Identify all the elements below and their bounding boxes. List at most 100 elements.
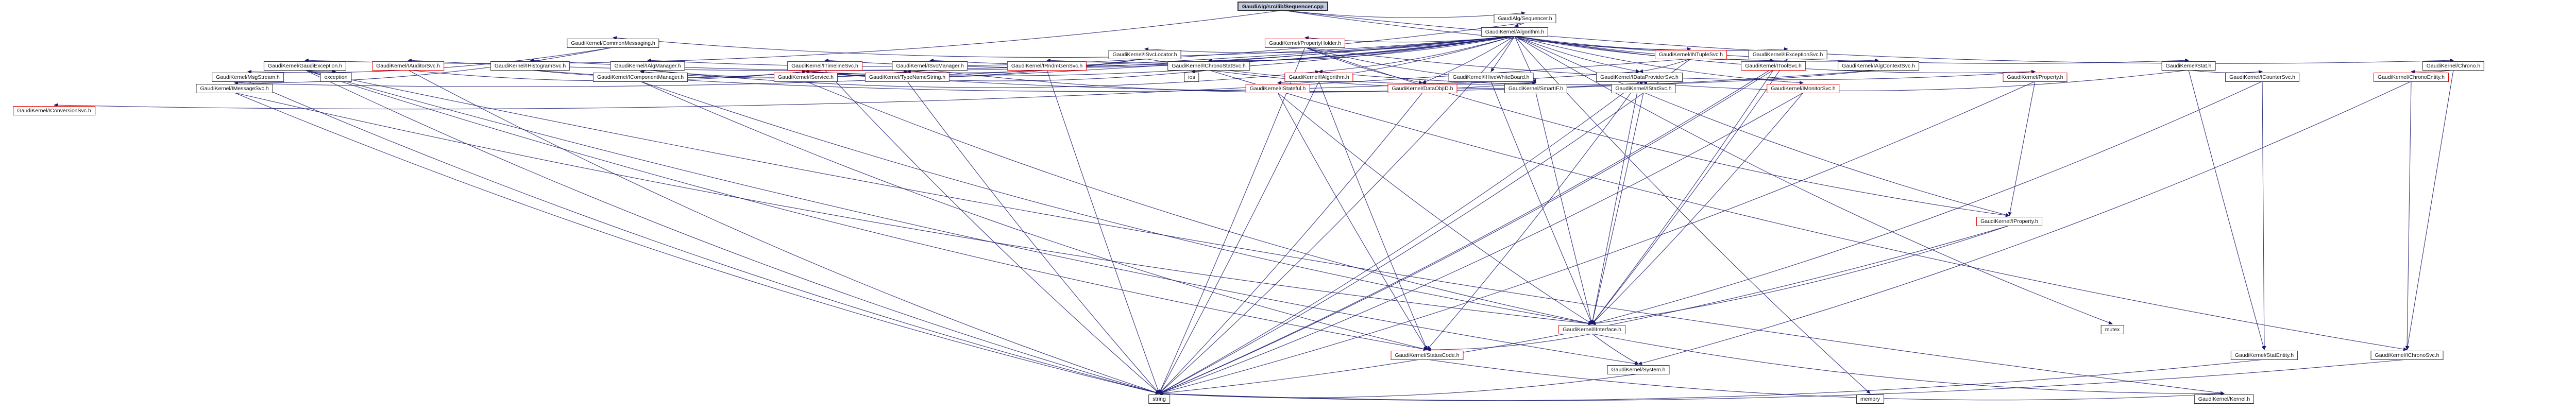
include-edge-itoolsvc--iinterface [1591, 70, 1774, 324]
graph-node-chronoentity[interactable]: GaudiKernel/ChronoEntity.h [2374, 73, 2449, 82]
graph-node-ialgmanager[interactable]: GaudiKernel/IAlgManager.h [610, 61, 685, 71]
include-edge-itimelinesvc--string_std [824, 70, 1160, 394]
graph-node-iproperty[interactable]: GaudiKernel/IProperty.h [1976, 217, 2042, 226]
graph-node-common_messaging[interactable]: GaudiKernel/CommonMessaging.h [567, 39, 659, 48]
include-edge-smartif--iinterface [1535, 92, 1593, 324]
include-edge-main--chrono_h [1282, 10, 2454, 64]
graph-node-istateful[interactable]: GaudiKernel/IStateful.h [1245, 84, 1310, 93]
graph-node-seq_h[interactable]: GaudiAlg/Sequencer.h [1494, 14, 1556, 23]
graph-node-dataobjid[interactable]: GaudiKernel/DataObjID.h [1387, 84, 1458, 93]
graph-node-system_h[interactable]: GaudiKernel/System.h [1607, 365, 1670, 374]
include-edge-istateful--statuscode [1277, 92, 1428, 350]
graph-node-statentity[interactable]: GaudiKernel/StatEntity.h [2230, 351, 2298, 360]
graph-node-ios_std[interactable]: ios [1184, 73, 1199, 82]
include-edge-property_h--iproperty [2008, 81, 2036, 216]
include-edge-main--seq_h [1282, 10, 1526, 18]
graph-node-string_std[interactable]: string [1148, 394, 1170, 404]
graph-node-intuplesvc[interactable]: GaudiKernel/INTupleSvc.h [1655, 50, 1727, 59]
graph-node-isvclocator[interactable]: GaudiKernel/ISvcLocator.h [1108, 50, 1181, 59]
graph-node-exception_std[interactable]: exception [320, 73, 352, 82]
graph-node-ihivewhiteboard[interactable]: GaudiKernel/IHiveWhiteBoard.h [1448, 73, 1534, 82]
include-edge-iservice--iinterface [805, 81, 1592, 325]
graph-node-iservice[interactable]: GaudiKernel/IService.h [774, 73, 838, 82]
include-edge-icountersvc--iinterface [1591, 81, 2263, 325]
include-edge-algorithm_h--string_std [1159, 36, 1515, 394]
graph-node-property_h[interactable]: GaudiKernel/Property.h [2003, 73, 2067, 82]
include-edge-chrono_h--ichronosvc [2405, 70, 2454, 350]
include-edge-algorithm_h--dataobjid [1422, 36, 1515, 83]
include-edge-istatsvc--iinterface [1591, 92, 1644, 324]
graph-node-algorithm_h[interactable]: GaudiKernel/Algorithm.h [1481, 27, 1549, 37]
graph-node-gaudiexception[interactable]: GaudiKernel/GaudiException.h [263, 61, 347, 71]
include-edge-msgstream--string_std [247, 81, 1160, 394]
graph-node-stat_h[interactable]: GaudiKernel/Stat.h [2161, 61, 2216, 71]
include-edge-istateful--iinterface [1277, 92, 1592, 324]
graph-node-irndmgensvc[interactable]: GaudiKernel/IRndmGenSvc.h [1007, 61, 1087, 71]
graph-node-typenamestring[interactable]: GaudiKernel/TypeNameString.h [865, 73, 950, 82]
graph-node-imessagesvc[interactable]: GaudiKernel/IMessageSvc.h [196, 84, 273, 93]
include-edge-iinterface--statuscode [1427, 333, 1592, 352]
include-edge-ichronosvc--string_std [1159, 359, 2408, 401]
include-edge-irndmgensvc--string_std [1046, 70, 1160, 394]
include-edge-algorithm_h--common_messaging [613, 36, 1515, 58]
graph-node-ialgcontextsvc[interactable]: GaudiKernel/IAlgContextSvc.h [1838, 61, 1919, 71]
include-edge-gaudiexception--kernel_h [304, 70, 2225, 395]
graph-node-ichronostatsvc[interactable]: GaudiKernel/IChronoStatSvc.h [1167, 61, 1250, 71]
graph-node-iexceptionsvc[interactable]: GaudiKernel/IExceptionSvc.h [1748, 50, 1827, 59]
graph-node-icomponentmanager[interactable]: GaudiKernel/IComponentManager.h [592, 73, 688, 82]
include-edge-stat_h--statentity [2188, 70, 2265, 350]
graph-node-memory_std[interactable]: memory [1856, 394, 1884, 404]
graph-node-property_holder[interactable]: GaudiKernel/PropertyHolder.h [1264, 39, 1346, 48]
include-edge-typenamestring--string_std [907, 81, 1160, 394]
graph-node-ialgorithm[interactable]: GaudiKernel/IAlgorithm.h [1284, 73, 1353, 82]
include-edge-idataprovidersvc--iinterface [1590, 81, 1640, 324]
graph-node-icountersvc[interactable]: GaudiKernel/ICounterSvc.h [2225, 73, 2299, 82]
include-edge-ihivewhiteboard--dataobjid [1422, 81, 1492, 85]
include-edge-algorithm_h--ialgorithm [1318, 36, 1515, 73]
include-edge-property_holder--string_std [1159, 47, 1306, 394]
include-edge-algorithm_h--idataprovidersvc [1514, 36, 1640, 73]
graph-node-main[interactable]: GaudiAlg/src/lib/Sequencer.cpp [1237, 2, 1329, 11]
include-edge-ialgmanager--ialgorithm [647, 70, 1319, 88]
include-edge-icomponentmanager--statuscode [640, 81, 1428, 351]
graph-node-ichronosvc[interactable]: GaudiKernel/IChronoSvc.h [2370, 351, 2444, 360]
include-edge-ialgorithm--string_std [1159, 81, 1319, 394]
include-edge-statuscode--kernel_h [1427, 359, 2225, 401]
graph-node-chrono_h[interactable]: GaudiKernel/Chrono.h [2422, 61, 2485, 71]
graph-node-iconversionsvc[interactable]: GaudiKernel/IConversionSvc.h [13, 106, 95, 115]
graph-node-itoolsvc[interactable]: GaudiKernel/IToolSvc.h [1741, 61, 1806, 71]
include-edge-iexceptionsvc--string_std [1159, 58, 1788, 394]
include-edge-idataprovidersvc--string_std [1159, 81, 1640, 394]
include-edge-main--stat_h [1282, 10, 2189, 64]
include-edge-property_h--string_std [1159, 81, 2036, 394]
include-edge-ichronostatsvc--ichronosvc [1208, 70, 2408, 351]
graph-node-itimelinesvc[interactable]: GaudiKernel/ITimelineSvc.h [787, 61, 862, 71]
include-edge-imonitorsvc--iinterface [1591, 92, 1804, 324]
graph-node-kernel_h[interactable]: GaudiKernel/Kernel.h [2194, 394, 2255, 404]
include-edge-imessagesvc--iinterface [234, 92, 1592, 325]
include-edge-stat_h--istatsvc [1643, 70, 2189, 91]
graph-node-mutex_std[interactable]: mutex [2100, 325, 2124, 334]
include-edge-ichronostatsvc--iservice [805, 70, 1209, 81]
graph-node-imonitorsvc[interactable]: GaudiKernel/IMonitorSvc.h [1767, 84, 1840, 93]
graph-node-iinterface[interactable]: GaudiKernel/IInterface.h [1558, 325, 1625, 334]
include-edge-chronoentity--system_h [1638, 81, 2412, 365]
include-edge-seq_h--ialgmanager [647, 22, 1526, 67]
include-edge-property_holder--iproperty [1304, 47, 2010, 217]
graph-node-msgstream[interactable]: GaudiKernel/MsgStream.h [212, 73, 284, 82]
graph-node-isvcmanager[interactable]: GaudiKernel/ISvcManager.h [892, 61, 968, 71]
include-edge-common_messaging--imessagesvc [234, 47, 614, 85]
include-edge-iproperty--iinterface [1591, 225, 2010, 325]
include-edge-intuplesvc--iconversionsvc [54, 58, 1691, 110]
include-edge-algorithm_h--ihivewhiteboard [1490, 36, 1515, 72]
graph-node-smartif[interactable]: GaudiKernel/SmartIF.h [1504, 84, 1568, 93]
graph-node-istatsvc[interactable]: GaudiKernel/IStatSvc.h [1611, 84, 1676, 93]
graph-node-ihistogramsvc[interactable]: GaudiKernel/IHistogramSvc.h [490, 61, 570, 71]
graph-node-iauditorsvc[interactable]: GaudiKernel/IAuditorSvc.h [372, 61, 444, 71]
include-edge-dataobjid--string_std [1159, 92, 1423, 394]
include-edge-iinterface--system_h [1591, 333, 1639, 365]
graph-node-statuscode[interactable]: GaudiKernel/StatusCode.h [1391, 351, 1464, 360]
graph-node-idataprovidersvc[interactable]: GaudiKernel/IDataProviderSvc.h [1596, 73, 1683, 82]
include-edge-itoolsvc--string_std [1159, 70, 1774, 394]
